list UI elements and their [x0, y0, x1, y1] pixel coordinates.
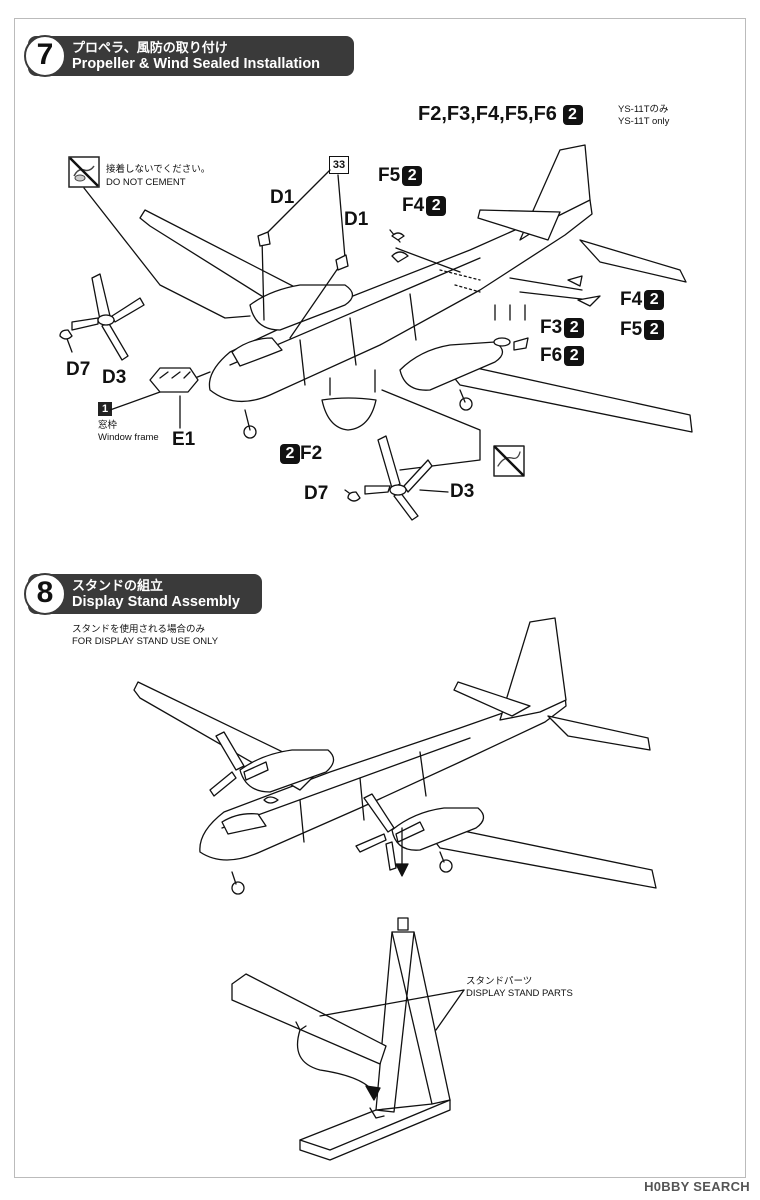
f6-badge: 2: [564, 346, 585, 366]
stand-use-note-jp: スタンドを使用される場合のみ: [72, 624, 206, 635]
bottom-propeller: [347, 435, 433, 521]
f4-right-badge: 2: [644, 290, 665, 310]
no-cement-icon: [68, 156, 100, 188]
left-propeller: [59, 273, 145, 361]
f4-top-badge: 2: [426, 196, 447, 216]
label-d7-left: D7: [66, 359, 91, 380]
step7-header: 7 プロペラ、風防の取り付け Propeller & Wind Sealed I…: [24, 35, 354, 77]
page-border: [14, 18, 746, 1178]
step8-number: 8: [24, 573, 66, 615]
step7-title-en: Propeller & Wind Sealed Installation: [72, 55, 321, 72]
window-frame-badge: 1: [98, 402, 112, 416]
step8-title-jp: スタンドの組立: [72, 577, 164, 593]
part-badge-33: 33: [329, 156, 349, 174]
label-d1-left: D1: [270, 187, 295, 208]
step7-number: 7: [24, 35, 66, 77]
step8-title-en: Display Stand Assembly: [72, 593, 240, 610]
label-d3-bottom: D3: [450, 481, 475, 502]
variant-parts-label: F2,F3,F4,F5,F6 2: [418, 104, 583, 125]
f5-right-badge: 2: [644, 320, 665, 340]
label-d3-left: D3: [102, 367, 127, 388]
f5-top-badge: 2: [402, 166, 423, 186]
window-frame-en: Window frame: [98, 432, 159, 443]
stand-use-note-en: FOR DISPLAY STAND USE ONLY: [72, 636, 219, 647]
no-cement-en: DO NOT CEMENT: [106, 177, 186, 188]
label-e1: E1: [172, 429, 196, 450]
label-d1-right: D1: [344, 209, 369, 230]
step7-title-jp: プロペラ、風防の取り付け: [72, 39, 228, 55]
f2-badge: 2: [280, 444, 300, 464]
variant-badge: 2: [562, 104, 583, 125]
stand-parts-jp: スタンドパーツ: [466, 976, 533, 987]
window-frame-jp: 窓枠: [98, 420, 118, 431]
variant-note-jp: YS-11Tのみ: [618, 104, 669, 115]
no-cement-jp: 接着しないでください。: [106, 164, 211, 175]
variant-note-en: YS-11T only: [618, 116, 670, 127]
no-cement-icon-bottom: [493, 445, 525, 477]
step8-aircraft: [133, 617, 657, 895]
stand-parts-en: DISPLAY STAND PARTS: [466, 988, 573, 999]
step7-aircraft: [139, 144, 693, 439]
stand-post: [299, 917, 451, 1161]
label-d7-bottom: D7: [304, 483, 329, 504]
f3-badge: 2: [564, 318, 585, 338]
step8-header: 8 スタンドの組立 Display Stand Assembly: [24, 573, 262, 615]
stand-base: [231, 973, 387, 1065]
watermark: H0BBY SEARCH: [644, 1179, 750, 1194]
